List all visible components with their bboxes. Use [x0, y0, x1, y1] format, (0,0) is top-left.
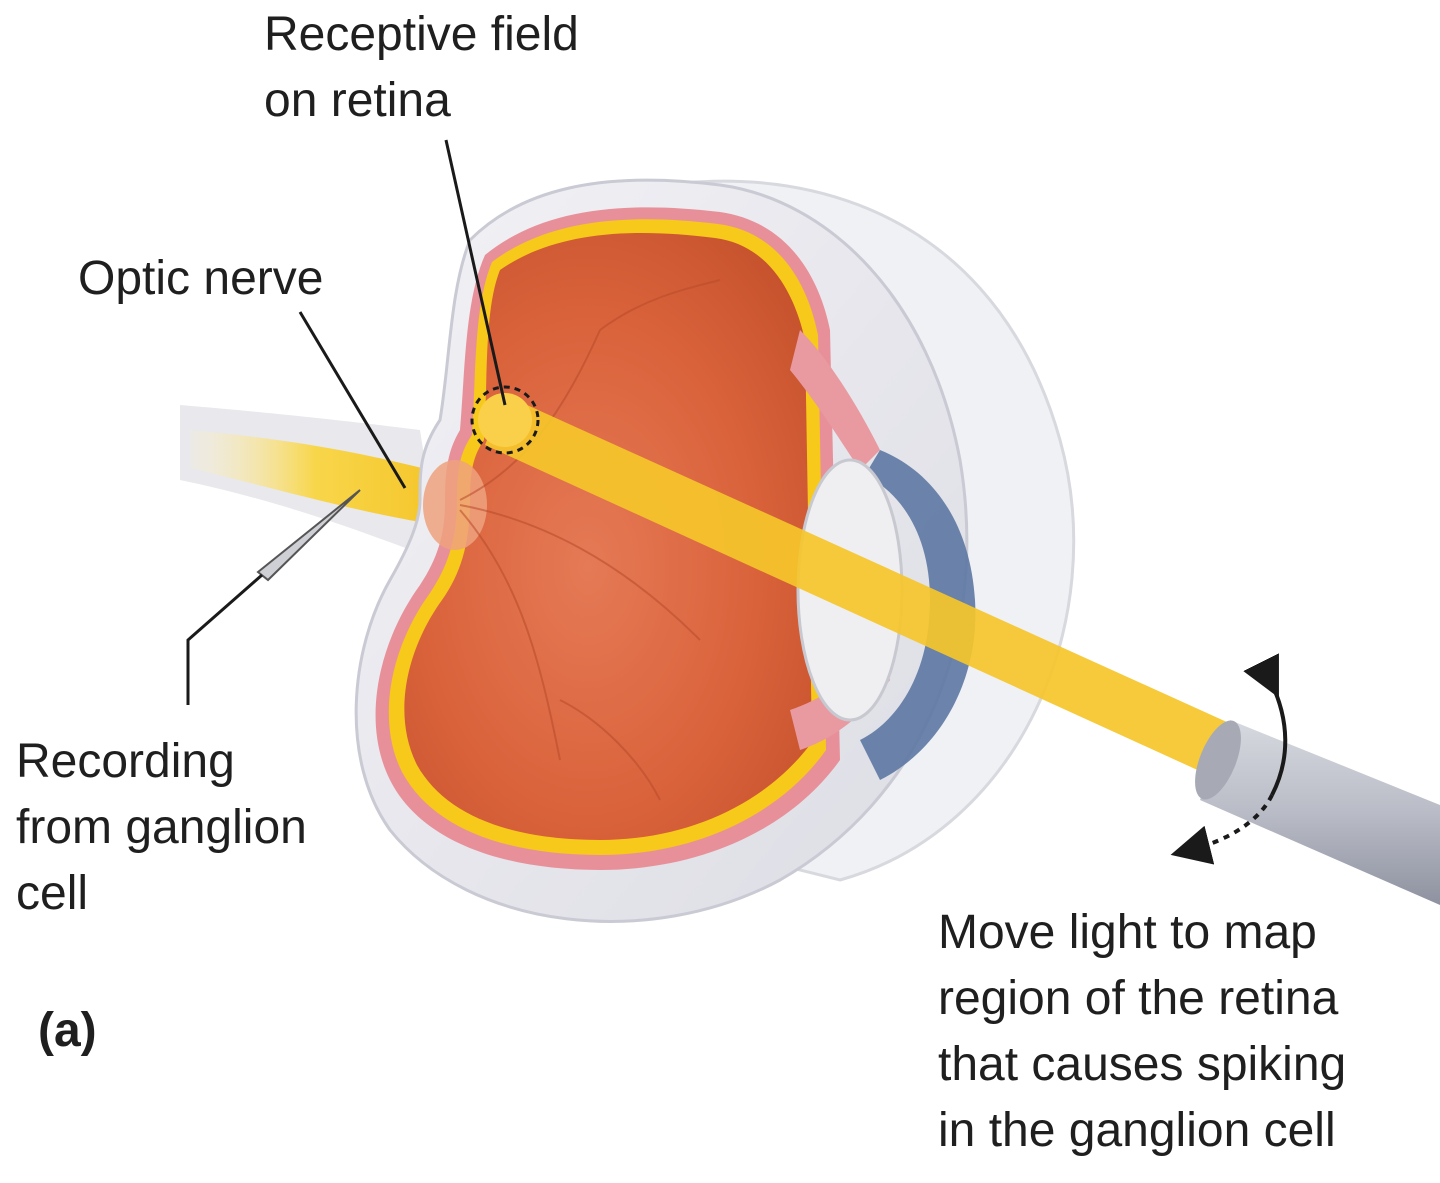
- label-line: (a): [38, 1004, 97, 1057]
- label-line: on retina: [264, 74, 451, 127]
- receptive-field-outline: [470, 385, 540, 455]
- panel-label: (a): [38, 998, 97, 1064]
- electrode-icon: [186, 489, 361, 705]
- optic-nerve-leader: [298, 311, 407, 489]
- light-source: [1195, 720, 1440, 905]
- optic-nerve: [190, 430, 440, 525]
- optic-nerve-label: Optic nerve: [78, 246, 323, 312]
- label-line: in the ganglion cell: [938, 1104, 1336, 1157]
- recording-label: Recording from ganglion cell: [16, 729, 307, 927]
- receptive-field-spot: [478, 393, 532, 447]
- rotate-arrows-icon: [1170, 653, 1288, 865]
- label-line: Receptive field: [264, 8, 579, 61]
- vitreous-body: [404, 232, 812, 840]
- label-line: Move light to map: [938, 906, 1317, 959]
- label-line: Recording: [16, 735, 235, 788]
- optic-disc: [423, 460, 487, 550]
- light-beam: [485, 395, 1240, 778]
- ciliary-body-upper: [790, 330, 880, 470]
- label-line: from ganglion: [16, 801, 307, 854]
- receptive-field-leader: [444, 139, 507, 406]
- label-line: cell: [16, 867, 89, 920]
- label-line: that causes spiking: [938, 1038, 1347, 1091]
- receptive-field-label: Receptive field on retina: [264, 2, 579, 134]
- label-line: Optic nerve: [78, 252, 324, 305]
- iris: [860, 450, 976, 780]
- label-line: region of the retina: [938, 972, 1339, 1025]
- move-light-label: Move light to map region of the retina t…: [938, 900, 1346, 1164]
